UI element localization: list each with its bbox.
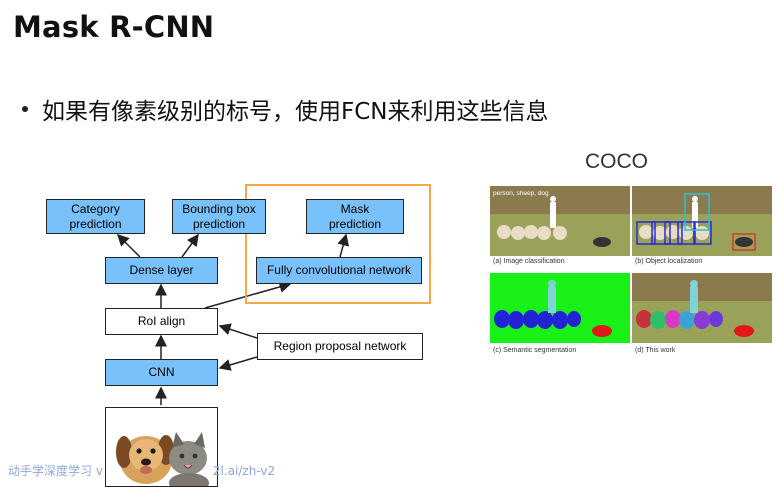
footer-right: 2l.ai/zh-v2 [212, 464, 276, 478]
arrow-rpn-to-roi [218, 323, 258, 339]
sheep-field-image-a: person, sheep, dog [490, 186, 630, 256]
bullet-dot-icon [22, 106, 28, 112]
mask-branch-highlight [245, 184, 431, 304]
cnn-box: CNN [105, 359, 218, 386]
overlay-label: person, sheep, dog [493, 190, 549, 197]
coco-label: COCO [585, 150, 648, 173]
dense-layer-label: Dense layer [129, 263, 194, 277]
roi-align-box: RoI align [105, 308, 218, 335]
caption-a: (a) Image classification [493, 258, 565, 265]
footer: 动手学深度学习 v 2l.ai/zh-v2 [8, 462, 275, 479]
fcn-label: Fully convolutional network [266, 263, 412, 277]
mask-prediction-box: Mask prediction [306, 199, 404, 234]
bullet-item: 如果有像素级别的标号，使用FCN来利用这些信息 [22, 92, 549, 126]
dense-layer-box: Dense layer [105, 257, 218, 284]
fcn-box: Fully convolutional network [256, 257, 422, 284]
rpn-box: Region proposal network [257, 333, 423, 360]
bullet-text: 如果有像素级别的标号，使用FCN来利用这些信息 [42, 99, 549, 125]
caption-c: (c) Semantic segmentation [493, 347, 577, 354]
slide-title: Mask R-CNN [13, 10, 215, 44]
panel-image-classification: person, sheep, dog [490, 186, 630, 256]
panel-semantic-segmentation [490, 273, 630, 343]
footer-left: 动手学深度学习 v [8, 464, 103, 478]
arrow-rpn-to-cnn [218, 356, 258, 371]
arrow-roi-to-fcn [204, 281, 292, 309]
bbox-prediction-box: Bounding box prediction [172, 199, 266, 234]
arrow-dense-to-bbox [181, 233, 199, 258]
arrow-dense-to-category [116, 233, 141, 258]
caption-d: (d) This work [635, 347, 676, 354]
instance-mask-image [632, 273, 772, 343]
semantic-mask-image [490, 273, 630, 343]
caption-b: (b) Object localization [635, 258, 703, 265]
puppy-kitten-illustration [116, 432, 209, 486]
panel-object-localization [632, 186, 772, 256]
cnn-label: CNN [148, 365, 175, 379]
category-prediction-label: Category prediction [69, 201, 122, 231]
rpn-label: Region proposal network [273, 339, 407, 353]
panel-this-work [632, 273, 772, 343]
mask-prediction-label: Mask prediction [328, 201, 382, 231]
roi-align-label: RoI align [137, 314, 186, 328]
category-prediction-box: Category prediction [46, 199, 145, 234]
input-image [105, 407, 218, 487]
arrow-fcn-to-mask [337, 233, 350, 258]
sheep-field-image-b [632, 186, 772, 256]
bbox-prediction-label: Bounding box prediction [182, 201, 256, 231]
